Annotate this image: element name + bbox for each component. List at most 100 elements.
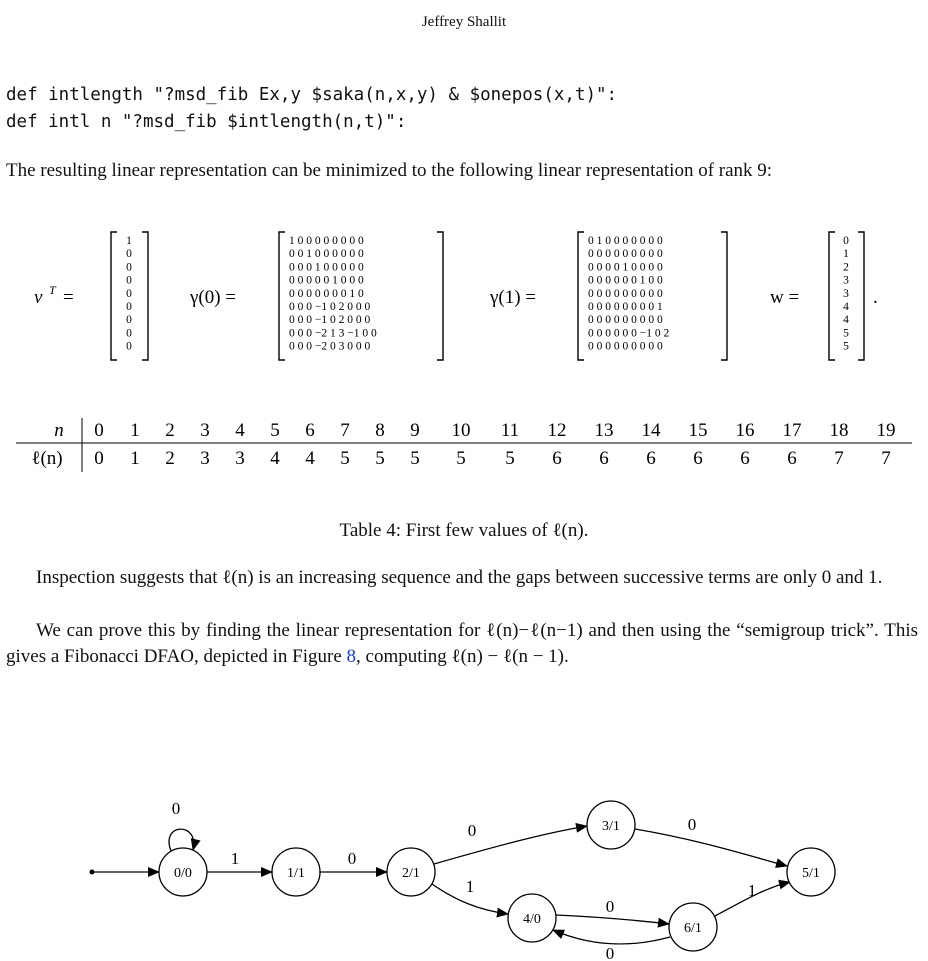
gamma0-row: 1 0 0 0 0 0 0 0 0	[289, 235, 364, 247]
table-cell-ell: 3	[200, 448, 210, 469]
vT-entry: 0	[126, 327, 132, 339]
gamma0-row: 0 0 0 0 0 1 0 0 0	[289, 275, 364, 287]
state-label-s3: 3/1	[602, 819, 620, 834]
state-label-s6: 6/1	[684, 921, 702, 936]
code-line-1: def intlength "?msd_fib Ex,y $saka(n,x,y…	[6, 85, 618, 105]
edge-label-s6-s5: 1	[748, 881, 757, 900]
paragraph-semigroup-text-b: , computing ℓ(n) − ℓ(n − 1).	[356, 646, 569, 667]
edge-s6-s5	[714, 879, 791, 917]
running-head: Jeffrey Shallit	[421, 14, 507, 30]
table-cell-ell: 4	[305, 448, 315, 469]
gamma1-row: 0 0 0 0 0 0 0 0 0	[588, 248, 663, 260]
state-s4	[507, 893, 557, 943]
table-cell-n: 16	[736, 420, 755, 441]
gamma1-left-bracket	[577, 231, 584, 361]
edge-label-s0-s0: 0	[172, 799, 181, 818]
gamma1-row: 0 0 0 0 0 0 0 0 0	[588, 288, 663, 300]
table-cell-ell: 5	[456, 448, 466, 469]
edge-s4-s6	[555, 914, 670, 928]
paragraph-semigroup: We can prove this by finding the linear …	[6, 618, 918, 670]
paragraph-linear-representation: The resulting linear representation can …	[6, 160, 773, 181]
state-s0	[158, 847, 208, 897]
edge-label-s3-s5: 0	[688, 815, 697, 834]
edge-s6-s4	[552, 929, 671, 945]
gamma0-row: 0 0 0 −2 1 3 −1 0 0	[289, 327, 377, 339]
table-cell-n: 14	[642, 420, 662, 441]
paragraph-inspection: Inspection suggests that ℓ(n) is an incr…	[36, 567, 883, 588]
table-cell-n: 7	[340, 420, 350, 441]
vT-superscript: T	[49, 283, 57, 297]
table-cell-n: 12	[548, 420, 567, 441]
state-s5	[786, 847, 836, 897]
table-cell-ell: 7	[834, 448, 844, 469]
table-cell-ell: 6	[646, 448, 656, 469]
vT-entry: 0	[126, 248, 132, 260]
state-s3	[586, 800, 636, 850]
table-cell-n: 3	[200, 420, 210, 441]
table-cell-n: 11	[501, 420, 519, 441]
vT-entry: 0	[126, 301, 132, 313]
table-cell-n: 4	[235, 420, 245, 441]
matrix-period: .	[873, 287, 878, 308]
table-cell-ell: 6	[787, 448, 797, 469]
vT-entry: 1	[126, 235, 132, 247]
gamma0-label: γ(0) =	[189, 287, 236, 308]
gamma1-label: γ(1) =	[489, 287, 536, 308]
state-label-s4: 4/0	[523, 912, 541, 927]
table-cell-ell: 6	[693, 448, 703, 469]
state-s6	[668, 902, 718, 952]
gamma1-row: 0 1 0 0 0 0 0 0 0	[588, 235, 663, 247]
table-cell-n: 18	[830, 420, 849, 441]
paragraph-semigroup-text-a: We can prove this by finding the linear …	[6, 620, 918, 667]
gamma0-row: 0 0 0 0 0 0 0 1 0	[289, 288, 364, 300]
table-cell-ell: 1	[130, 448, 140, 469]
code-block: def intlength "?msd_fib Ex,y $saka(n,x,y…	[6, 82, 617, 136]
state-label-s5: 5/1	[802, 866, 820, 881]
w-entry: 1	[843, 248, 849, 260]
vT-entry: 0	[126, 261, 132, 273]
table-cell-n: 5	[270, 420, 280, 441]
w-right-bracket	[858, 231, 865, 361]
edge-s3-s5	[634, 828, 788, 868]
table-cell-n: 8	[375, 420, 385, 441]
table-caption: Table 4: First few values of ℓ(n).	[339, 520, 589, 541]
w-entry: 5	[843, 327, 849, 339]
table-row-label-ell: ℓ(n)	[31, 448, 62, 469]
table-cell-ell: 4	[270, 448, 280, 469]
table-cell-n: 9	[410, 420, 420, 441]
state-label-s0: 0/0	[174, 866, 192, 881]
edge-label-s4-s6: 0	[606, 897, 615, 916]
table-cell-ell: 5	[505, 448, 515, 469]
gamma1-row: 0 0 0 0 0 0 1 0 0	[588, 275, 663, 287]
edge-s0-s0	[168, 828, 201, 852]
table-cell-n: 2	[165, 420, 175, 441]
edge-label-s0-s1: 1	[231, 849, 240, 868]
vT-entry: 0	[126, 275, 132, 287]
gamma0-row: 0 0 1 0 0 0 0 0 0	[289, 248, 364, 260]
gamma0-right-bracket	[437, 231, 444, 361]
vT-right-bracket	[142, 231, 149, 361]
vT-entry: 0	[126, 341, 132, 353]
edge-s2-s3	[433, 822, 588, 865]
table-cell-ell: 6	[599, 448, 609, 469]
vT-label: v	[34, 287, 43, 308]
figure-link[interactable]: 8	[346, 646, 357, 667]
gamma0-left-bracket	[278, 231, 285, 361]
table-cell-ell: 7	[881, 448, 891, 469]
gamma0-row: 0 0 0 −1 0 2 0 0 0	[289, 301, 370, 313]
table-cell-ell: 2	[165, 448, 175, 469]
gamma1-row: 0 0 0 0 0 0 0 0 0	[588, 341, 663, 353]
w-entry: 3	[843, 288, 849, 300]
w-entry: 2	[843, 261, 849, 273]
state-s1	[271, 847, 321, 897]
table-cell-n: 19	[877, 420, 896, 441]
gamma1-row: 0 0 0 0 0 0 −1 0 2	[588, 327, 669, 339]
vT-entry: 0	[126, 314, 132, 326]
w-label: w =	[770, 287, 799, 308]
table-row-label-n: n	[54, 420, 64, 441]
w-left-bracket	[828, 231, 835, 361]
gamma1-row: 0 0 0 0 0 0 0 0 0	[588, 314, 663, 326]
gamma1-row: 0 0 0 0 1 0 0 0 0	[588, 261, 663, 273]
edge-label-s1-s2: 0	[348, 849, 357, 868]
